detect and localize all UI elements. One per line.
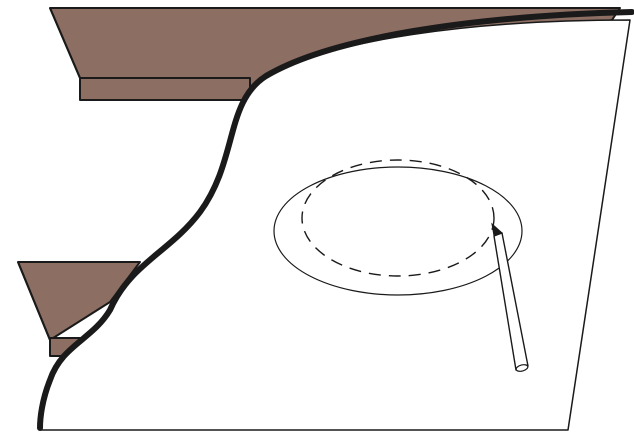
oval-outline: [273, 166, 523, 296]
upper-shelf-edge: [49, 7, 81, 79]
curved-edge: [37, 9, 634, 431]
lower-shelf-edge: [17, 261, 51, 341]
pencil-tip: [491, 222, 503, 237]
upper-shelf-front: [79, 77, 251, 101]
pencil-icon: [491, 222, 529, 372]
pencil-end: [515, 364, 529, 372]
dashed-cut-line: [301, 159, 495, 277]
